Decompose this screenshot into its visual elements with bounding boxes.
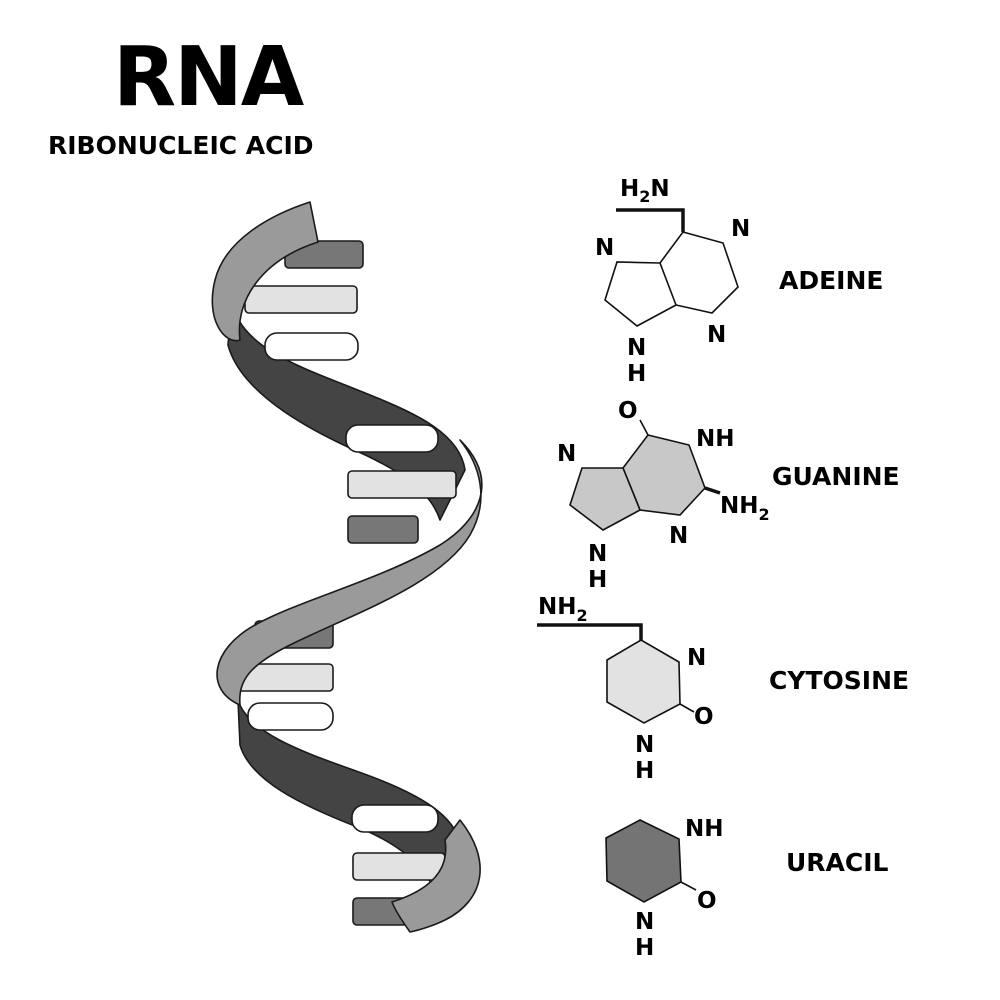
cytosine-oxygen: O [694,704,714,730]
guanine-nh2: NH2 [720,493,770,524]
guanine-n-left: N [557,441,576,467]
base-bar-5 [347,470,457,499]
guanine-nh-top: NH [696,426,735,452]
guanine-nh-n: N [588,541,607,567]
page-title: RNA [113,30,305,125]
adenine-nh-n: N [627,335,646,361]
cytosine-structure: NH2 N O N H CYTOSINE [537,594,909,784]
adenine-n-right: N [731,216,750,242]
base-bar-3 [264,332,359,361]
uracil-structure: NH O N H URACIL [605,816,889,961]
rna-helix [211,201,483,933]
base-bar-6 [347,515,419,544]
cytosine-nh-h: H [635,758,654,784]
cytosine-nh-n: N [635,732,654,758]
uracil-oxygen: O [697,888,717,914]
adenine-nh-h: H [627,361,646,387]
light-strand-bottom [391,819,481,933]
base-bar-4 [345,424,439,453]
adenine-label: ADEINE [779,266,883,295]
cytosine-amine: NH2 [538,594,588,625]
base-bar-2 [244,285,358,314]
cytosine-label: CYTOSINE [769,666,909,695]
adenine-n-bottom: N [707,322,726,348]
page-subtitle: RIBONUCLEIC ACID [48,131,314,160]
guanine-label: GUANINE [772,462,900,491]
uracil-nh-h: H [635,935,654,961]
adenine-n-left: N [595,235,614,261]
cytosine-n: N [687,645,706,671]
uracil-nh-n: N [635,909,654,935]
dark-strand-segment-1 [227,299,466,521]
uracil-label: URACIL [786,848,889,877]
uracil-nh-top: NH [685,816,724,842]
light-strand [211,201,319,342]
base-bar-10 [351,804,439,833]
guanine-n-bottom: N [669,523,688,549]
guanine-nh-h: H [588,567,607,593]
base-bar-9 [247,702,334,731]
light-strand-middle [216,439,483,706]
adenine-amine-label: H2N [620,176,670,206]
guanine-oxygen: O [618,398,638,424]
guanine-structure: O NH N NH2 N N H GUANINE [557,398,900,593]
base-bar-11 [352,852,446,881]
adenine-structure: H2N N N N N H ADEINE [595,176,883,387]
